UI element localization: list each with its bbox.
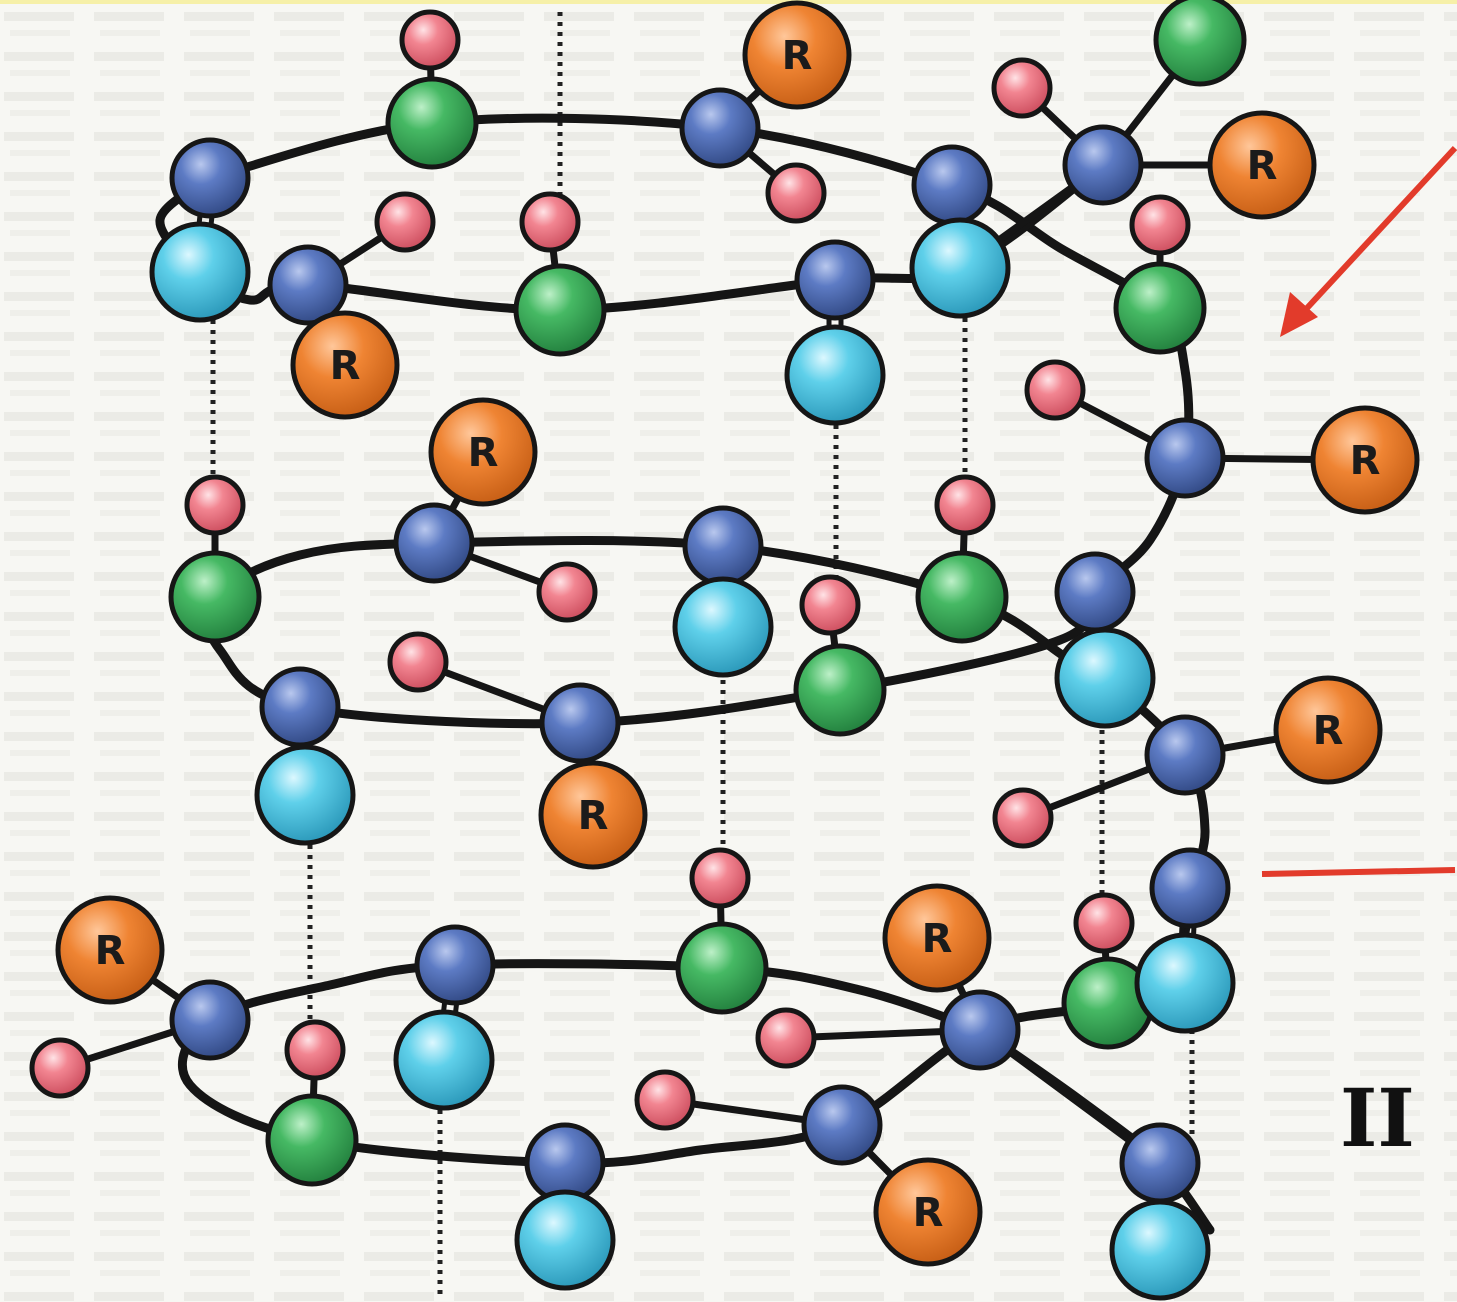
carbon-atom	[393, 502, 475, 584]
carbon-atom	[1144, 714, 1226, 796]
carbonyl-oxygen-atom	[254, 744, 356, 846]
side-group-label: R	[922, 916, 953, 962]
side-group-atom: R	[55, 895, 165, 1005]
carbonyl-oxygen-atom	[1134, 932, 1236, 1034]
hydrogen-atom	[29, 1037, 91, 1099]
carbon-atom	[679, 87, 761, 169]
carbonyl-oxygen-atom	[393, 1009, 495, 1111]
side-group-atom: R	[1207, 110, 1317, 220]
side-group-label: R	[468, 430, 499, 476]
carbon-atom	[1054, 551, 1136, 633]
side-group-label: R	[330, 343, 361, 389]
carbon-atom	[682, 505, 764, 587]
hydrogen-atom	[387, 631, 449, 693]
side-group-label: R	[95, 928, 126, 974]
carbon-atom	[169, 979, 251, 1061]
hydrogen-atom	[992, 787, 1054, 849]
carbon-atom	[1144, 417, 1226, 499]
hydrogen-atom	[765, 162, 827, 224]
hydrogen-atom	[399, 9, 461, 71]
hydrogen-atom	[519, 191, 581, 253]
top-edge-strip	[0, 0, 1457, 4]
hydrogen-atom	[536, 561, 598, 623]
oxygen-atom	[1153, 0, 1247, 87]
side-group-label: R	[1313, 708, 1344, 754]
hydrogen-atom	[991, 57, 1053, 119]
hydrogen-atom	[755, 1007, 817, 1069]
oxygen-atom	[1113, 261, 1207, 355]
side-group-label: R	[578, 793, 609, 839]
hydrogen-atom	[374, 191, 436, 253]
carbonyl-oxygen-atom	[784, 324, 886, 426]
carbonyl-oxygen-atom	[1054, 627, 1156, 729]
atoms: R R R R R R R R R R	[29, 0, 1420, 1301]
oxygen-atom	[793, 643, 887, 737]
side-group-atom: R	[742, 0, 852, 110]
carbon-atom	[259, 666, 341, 748]
side-group-atom: R	[882, 883, 992, 993]
side-group-atom: R	[1310, 405, 1420, 515]
hydrogen-atom	[1024, 359, 1086, 421]
hydrogen-atom	[934, 474, 996, 536]
hydrogen-atom	[799, 574, 861, 636]
oxygen-atom	[265, 1093, 359, 1187]
oxygen-atom	[513, 263, 607, 357]
panel-label: II	[1340, 1071, 1415, 1165]
oxygen-atom	[385, 76, 479, 170]
carbon-atom	[267, 244, 349, 326]
side-group-atom: R	[538, 760, 648, 870]
carbon-atom	[1062, 124, 1144, 206]
side-group-label: R	[913, 1190, 944, 1236]
carbon-atom	[801, 1084, 883, 1166]
carbon-atom	[1119, 1122, 1201, 1204]
oxygen-atom	[675, 921, 769, 1015]
carbon-atom	[539, 682, 621, 764]
hydrogen-atom	[284, 1019, 346, 1081]
pointer-line	[1261, 867, 1456, 877]
carbonyl-oxygen-atom	[149, 221, 251, 323]
oxygen-atom	[168, 550, 262, 644]
carbon-atom	[794, 239, 876, 321]
hydrogen-atom	[634, 1069, 696, 1131]
helix-arrow	[1280, 145, 1457, 337]
carbonyl-oxygen-atom	[672, 576, 774, 678]
hydrogen-atom	[1129, 194, 1191, 256]
side-group-atom: R	[428, 397, 538, 507]
side-group-atom: R	[1273, 675, 1383, 785]
side-group-label: R	[1247, 143, 1278, 189]
carbon-atom	[414, 924, 496, 1006]
carbon-atom	[911, 144, 993, 226]
carbon-atom	[939, 989, 1021, 1071]
side-group-atom: R	[290, 310, 400, 420]
side-group-atom: R	[873, 1157, 983, 1267]
hydrogen-atom	[1073, 892, 1135, 954]
hydrogen-atom	[689, 847, 751, 909]
carbonyl-oxygen-atom	[909, 217, 1011, 319]
carbonyl-oxygen-atom	[1109, 1199, 1211, 1301]
oxygen-atom	[915, 550, 1009, 644]
hydrogen-bond-dotted-lines	[210, 12, 1195, 1300]
hydrogen-atom	[184, 474, 246, 536]
carbonyl-oxygen-atom	[514, 1189, 616, 1291]
carbon-atom	[1149, 847, 1231, 929]
side-group-label: R	[782, 33, 813, 79]
carbon-atom	[169, 137, 251, 219]
side-group-label: R	[1350, 438, 1381, 484]
